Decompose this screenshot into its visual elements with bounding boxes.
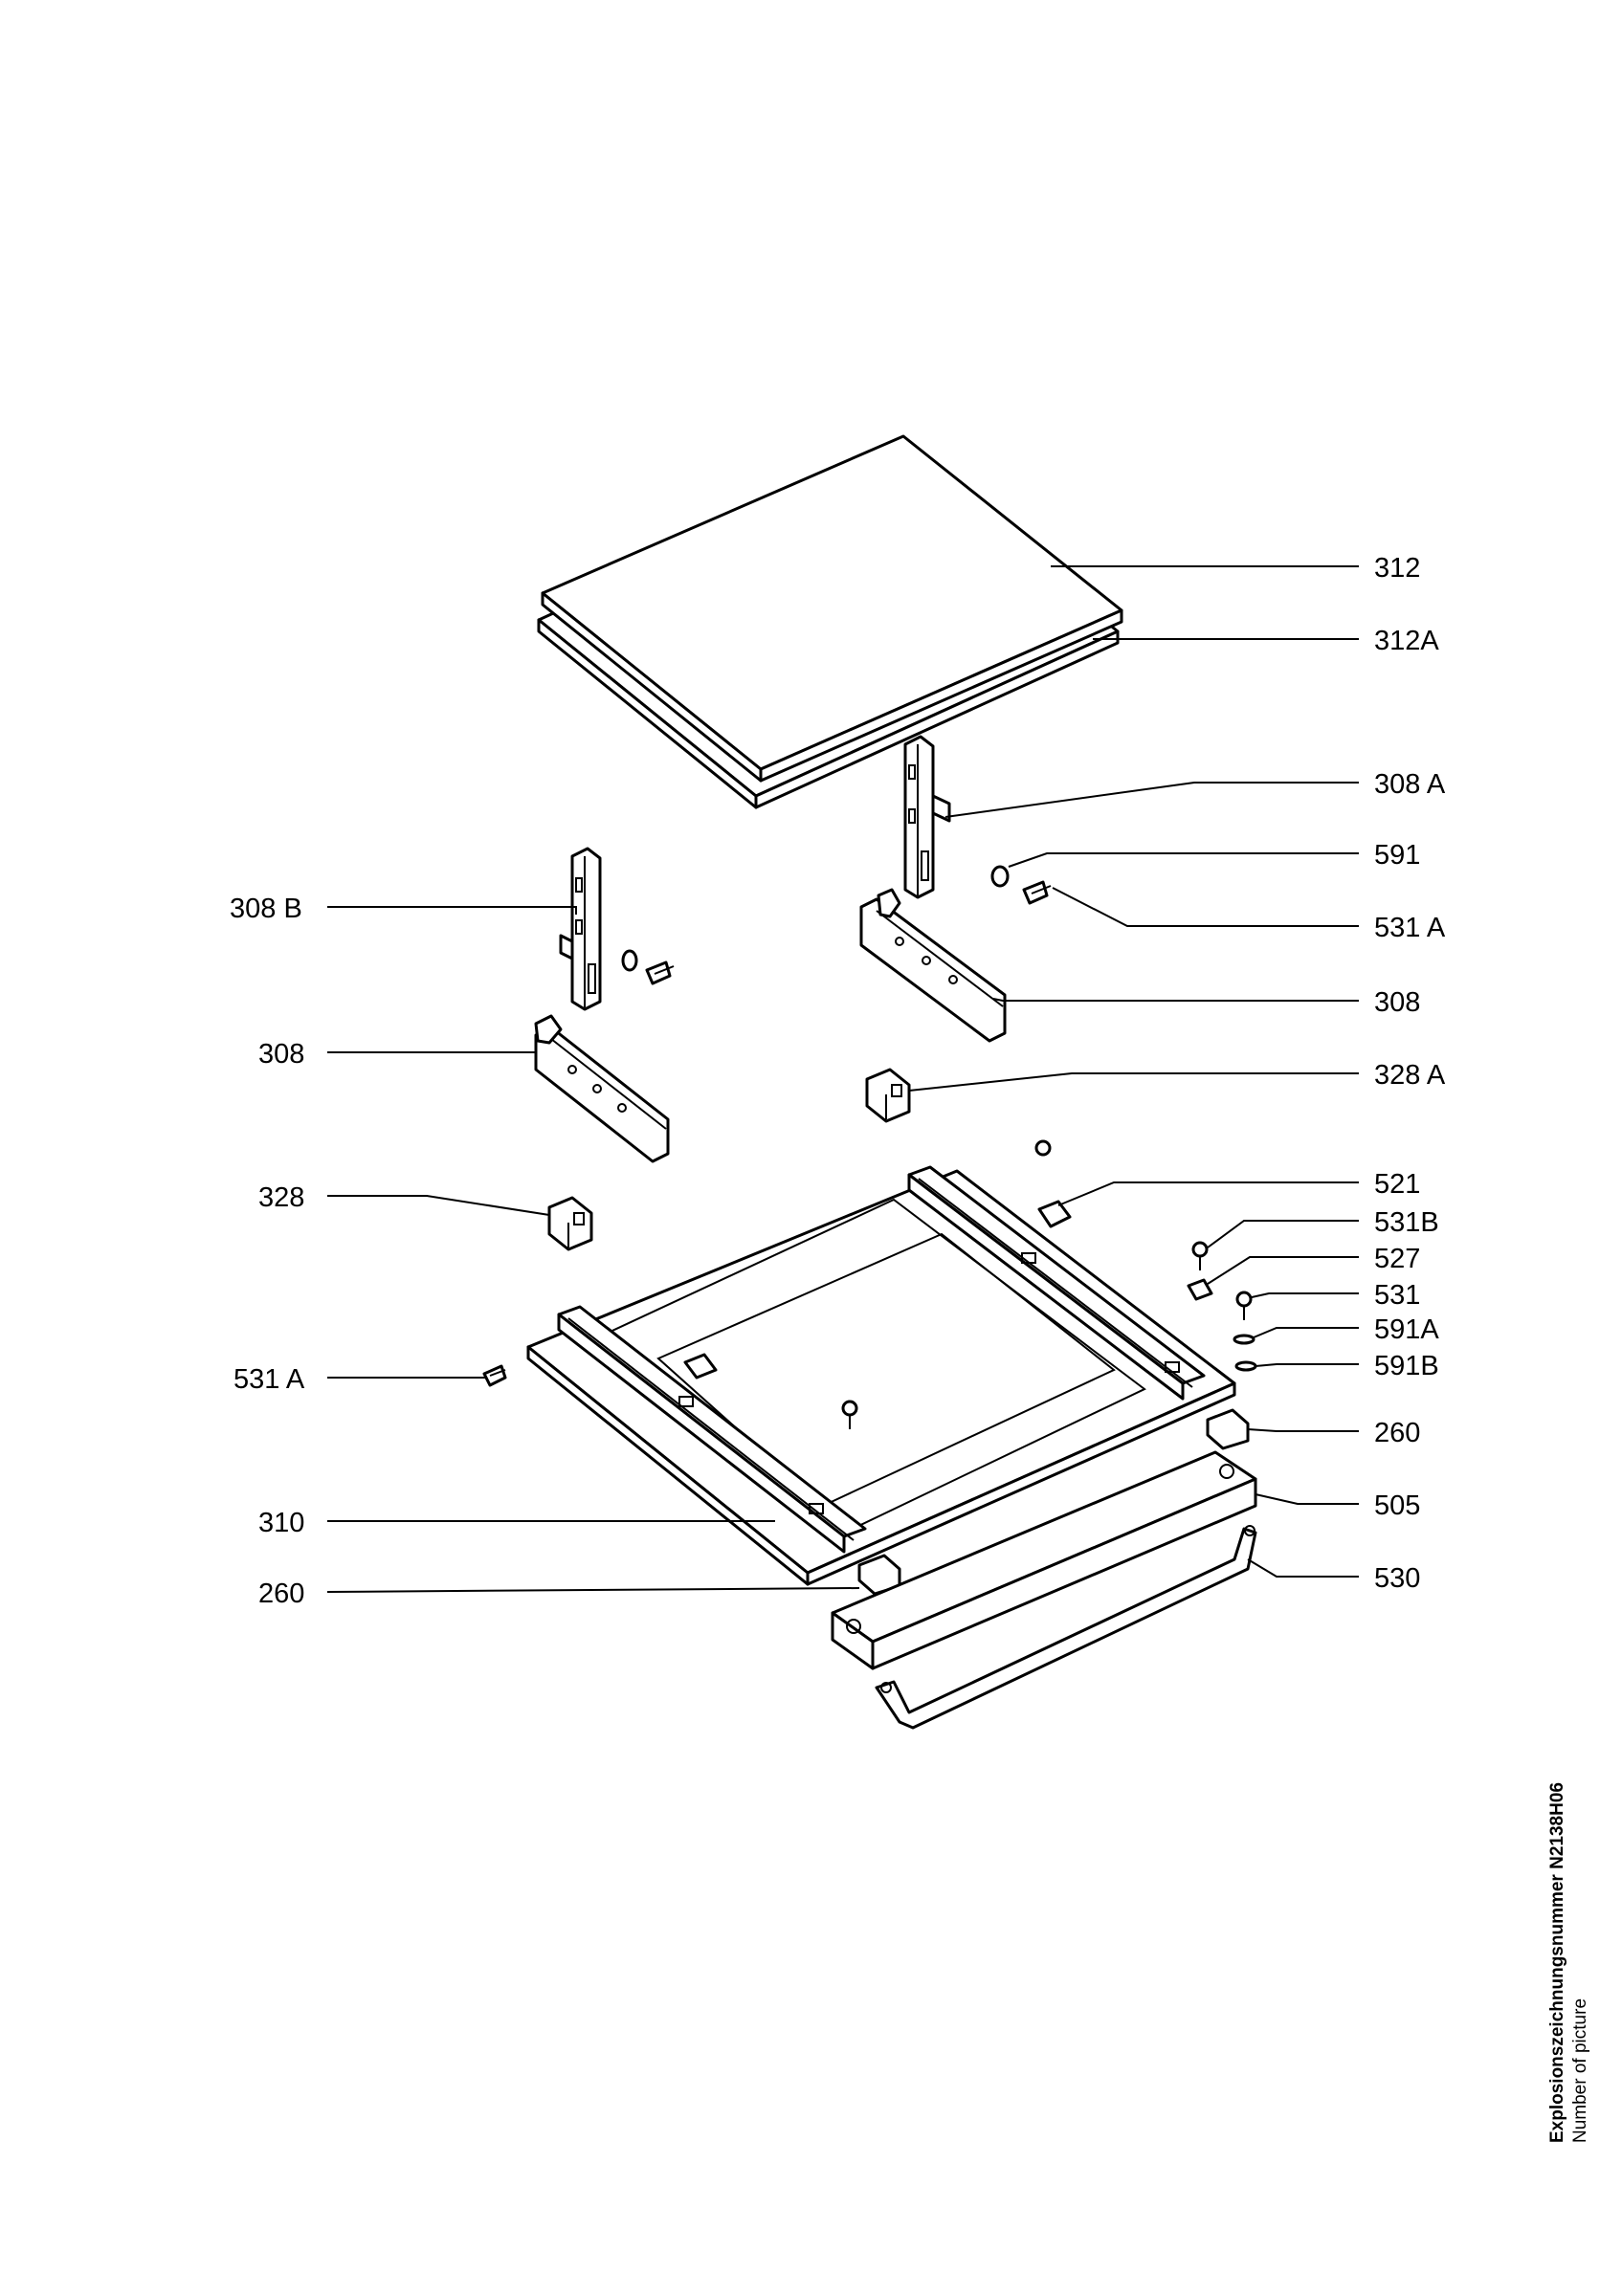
label-530: 530	[1374, 1563, 1420, 1594]
label-591: 591	[1374, 840, 1420, 871]
screw-531b	[1191, 1241, 1209, 1270]
clip-328a	[865, 1068, 911, 1123]
door-frame-310	[526, 1165, 1236, 1586]
label-308-right: 308	[1374, 987, 1420, 1018]
leader-lines	[326, 565, 1359, 1593]
screw-left	[645, 960, 675, 985]
hinge-arm-308-left	[534, 1014, 670, 1163]
label-308-left: 308	[258, 1039, 304, 1070]
hinge-arm-308-right	[859, 888, 1007, 1043]
label-531: 531	[1374, 1280, 1420, 1311]
label-310: 310	[258, 1508, 304, 1538]
handle-530	[875, 1525, 1257, 1730]
handle-bar-505	[831, 1450, 1257, 1670]
washer-591a	[1233, 1334, 1255, 1345]
caption-subtitle: Number of picture	[1570, 1998, 1590, 2143]
label-312a: 312A	[1374, 626, 1439, 656]
label-591a: 591A	[1374, 1314, 1439, 1345]
label-312: 312	[1374, 553, 1420, 584]
washer-left	[621, 949, 638, 972]
label-308b: 308 B	[230, 894, 302, 924]
glass-panel-312	[541, 434, 1123, 783]
label-591b: 591B	[1374, 1351, 1439, 1381]
label-531a-left: 531 A	[233, 1364, 305, 1395]
clip-328	[547, 1196, 593, 1251]
label-505: 505	[1374, 1490, 1420, 1521]
screw-531a-left	[482, 1364, 507, 1387]
screw-531a-right	[1022, 880, 1052, 905]
block-260-right	[1206, 1408, 1250, 1450]
caption-title: Explosionszeichnungsnummer N2138H06	[1547, 1782, 1567, 2143]
label-308a: 308 A	[1374, 769, 1446, 800]
label-527: 527	[1374, 1244, 1420, 1274]
label-531a-right: 531 A	[1374, 913, 1446, 943]
label-328: 328	[258, 1182, 304, 1213]
label-260-right: 260	[1374, 1418, 1420, 1448]
clip-527	[1187, 1278, 1213, 1301]
screw-531	[1235, 1291, 1253, 1320]
washer-591	[990, 865, 1010, 888]
label-260-left: 260	[258, 1578, 304, 1609]
glide-521	[1037, 1200, 1072, 1228]
label-328a: 328 A	[1374, 1060, 1446, 1091]
washer-591b	[1234, 1360, 1257, 1372]
label-531b: 531B	[1374, 1207, 1439, 1238]
hinge-bracket-308b	[559, 847, 602, 1011]
label-521: 521	[1374, 1169, 1420, 1200]
hinge-bracket-308a	[903, 735, 951, 899]
screw-center	[841, 1400, 858, 1429]
nut-top	[1034, 1139, 1052, 1157]
